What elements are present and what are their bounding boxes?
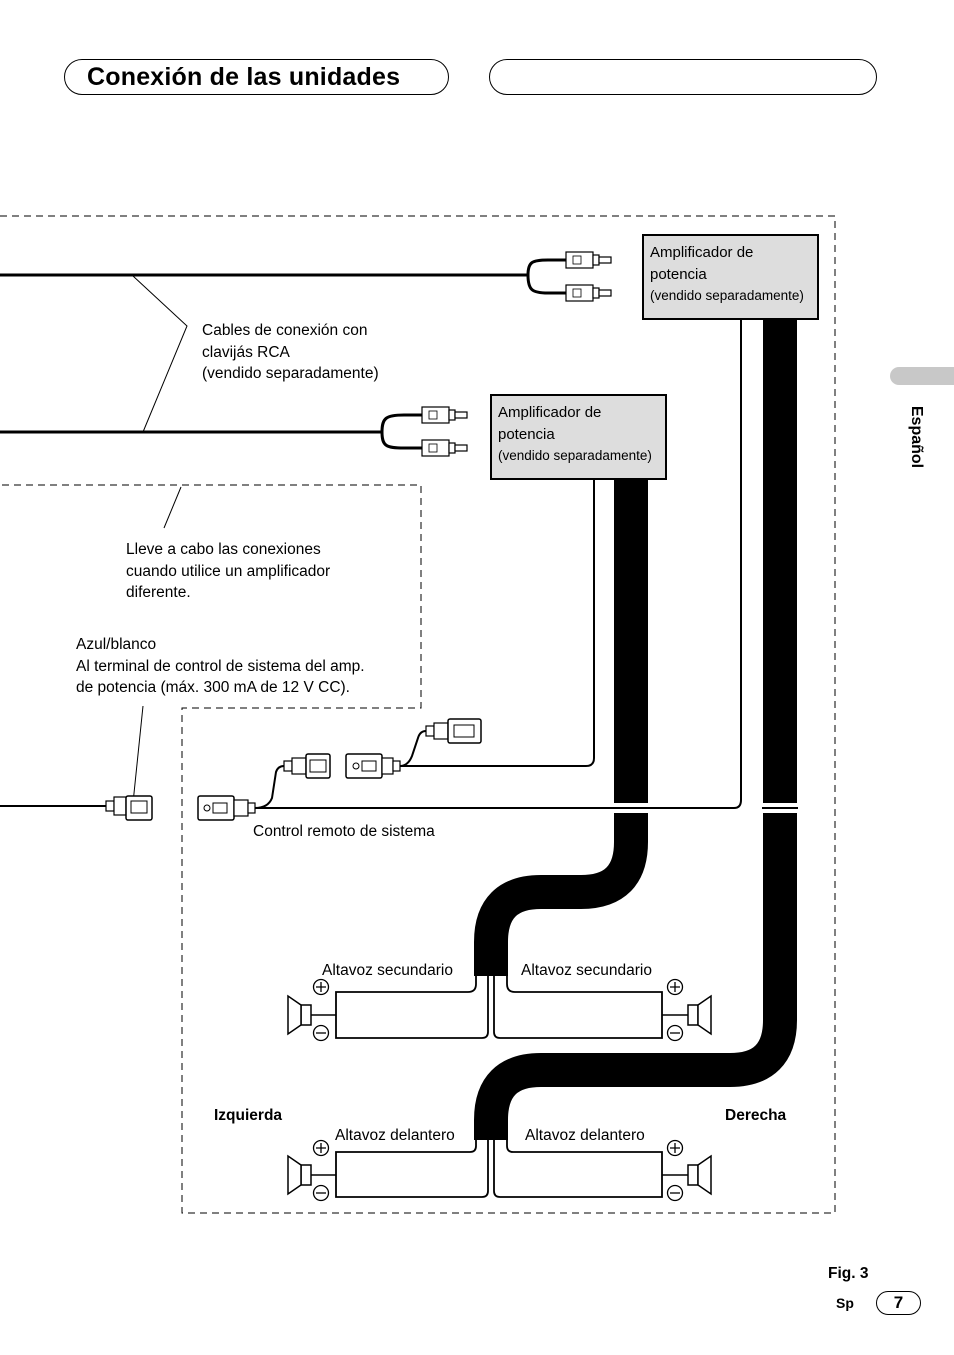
rear-left-speaker-wire bbox=[335, 976, 489, 1039]
rca-cables-label-line1: Cables de conexión con bbox=[202, 322, 368, 339]
rca-split-lower-a bbox=[380, 413, 422, 433]
page-number: 7 bbox=[876, 1291, 921, 1315]
speaker-icon bbox=[662, 1154, 712, 1196]
amplifier-lower-line2: potencia bbox=[498, 425, 555, 443]
rca-cables-label: Cables de conexión con clavijás RCA (ven… bbox=[202, 320, 379, 385]
connector-plug-icon bbox=[345, 753, 401, 779]
system-remote-label: Control remoto de sistema bbox=[253, 823, 435, 840]
rear-right-speaker-label: Altavoz secundario bbox=[521, 962, 652, 979]
language-code: Sp bbox=[836, 1295, 854, 1311]
rca-plug-icon bbox=[421, 406, 468, 424]
language-tab bbox=[890, 367, 954, 385]
connector-plug-icon bbox=[283, 753, 331, 779]
other-amp-note-line2: cuando utilice un amplificador bbox=[126, 562, 331, 580]
minus-terminal-icon bbox=[312, 1184, 330, 1202]
blue-white-leader-line bbox=[132, 705, 144, 804]
rca-split-upper-b bbox=[526, 274, 566, 295]
remote-wire-top-branch bbox=[399, 730, 427, 767]
blue-white-label-line2: Al terminal de control de sistema del am… bbox=[76, 657, 365, 675]
figure-label: Fig. 3 bbox=[828, 1265, 869, 1282]
minus-terminal-icon bbox=[666, 1024, 684, 1042]
amplifier-lower-line1: Amplificador de bbox=[498, 404, 602, 421]
amplifier-upper-line1: Amplificador de bbox=[650, 244, 754, 261]
other-amp-note: Lleve a cabo las conexiones cuando utili… bbox=[126, 539, 330, 604]
connector-plug-icon bbox=[197, 795, 256, 821]
rear-left-speaker-label: Altavoz secundario bbox=[322, 962, 453, 979]
connector-plug-icon bbox=[105, 795, 153, 821]
speaker-icon bbox=[287, 1154, 336, 1196]
amplifier-lower-line3: (vendido separadamente) bbox=[498, 448, 652, 463]
plus-terminal-icon bbox=[666, 1139, 684, 1157]
left-side-label: Izquierda bbox=[214, 1107, 283, 1124]
minus-terminal-icon bbox=[666, 1184, 684, 1202]
front-left-speaker-wire bbox=[335, 1140, 489, 1198]
rca-cables-label-line3: (vendido separadamente) bbox=[202, 365, 379, 382]
remote-wire-lower-amp bbox=[400, 480, 595, 767]
other-amp-note-line3: diferente. bbox=[126, 584, 191, 601]
rear-right-speaker-wire bbox=[493, 976, 663, 1039]
speaker-bundle-front bbox=[474, 320, 797, 1140]
remote-wire-branch bbox=[254, 765, 285, 809]
minus-terminal-icon bbox=[312, 1024, 330, 1042]
right-title-frame bbox=[489, 59, 877, 95]
amplifier-lower: Amplificador de potencia (vendido separa… bbox=[490, 394, 667, 480]
title-frame: Conexión de las unidades bbox=[64, 59, 449, 95]
rca-plug-icon bbox=[421, 439, 468, 457]
outer-dashed-boundary bbox=[0, 215, 836, 1214]
note-leader-line bbox=[163, 486, 182, 529]
blue-white-label: Azul/blanco Al terminal de control de si… bbox=[76, 634, 365, 699]
amplifier-upper-line2: potencia bbox=[650, 265, 707, 283]
amplifier-upper-line3: (vendido separadamente) bbox=[650, 288, 804, 303]
right-side-label: Derecha bbox=[725, 1107, 787, 1124]
speaker-icon bbox=[287, 994, 336, 1036]
amplifier-upper: Amplificador de potencia (vendido separa… bbox=[642, 234, 819, 320]
front-left-speaker-label: Altavoz delantero bbox=[335, 1127, 455, 1144]
plus-terminal-icon bbox=[312, 978, 330, 996]
rca-split-lower-b bbox=[380, 431, 422, 450]
page-title: Conexión de las unidades bbox=[87, 63, 401, 91]
rca-split-upper-a bbox=[526, 258, 566, 276]
rca-plug-icon bbox=[565, 251, 612, 269]
rca-leader-line bbox=[132, 275, 188, 433]
rca-plug-icon bbox=[565, 284, 612, 302]
speaker-bundle-rear bbox=[474, 480, 648, 976]
other-amp-note-line1: Lleve a cabo las conexiones bbox=[126, 541, 321, 558]
plus-terminal-icon bbox=[666, 978, 684, 996]
speaker-icon bbox=[662, 994, 712, 1036]
rca-cables-label-line2: clavijás RCA bbox=[202, 343, 290, 361]
plus-terminal-icon bbox=[312, 1139, 330, 1157]
remote-wire-upper-amp bbox=[255, 320, 742, 809]
connector-plug-icon bbox=[425, 718, 482, 744]
front-right-speaker-wire bbox=[493, 1140, 663, 1198]
front-right-speaker-label: Altavoz delantero bbox=[525, 1127, 645, 1144]
blue-white-label-line3: de potencia (máx. 300 mA de 12 V CC). bbox=[76, 679, 350, 696]
blue-white-label-line1: Azul/blanco bbox=[76, 636, 157, 653]
